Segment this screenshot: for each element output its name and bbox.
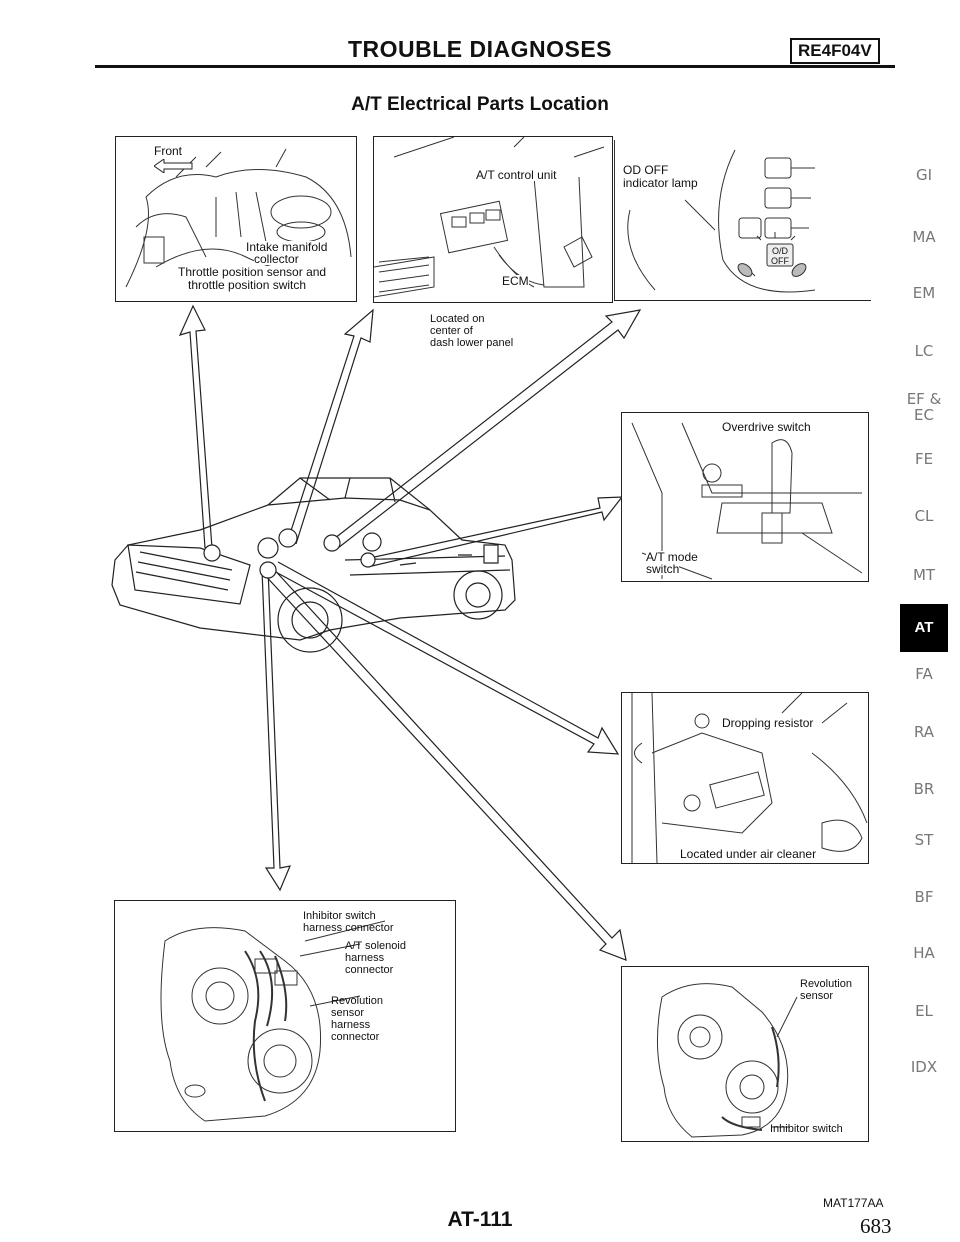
model-code-badge: RE4F04V — [790, 38, 880, 64]
figure-transaxle-left: Inhibitor switch harness connector A/T s… — [114, 900, 456, 1132]
revolution-harness-label-2: sensor — [331, 1007, 365, 1019]
solenoid-harness-label-1: A/T solenoid — [345, 940, 406, 952]
throttle-label-1: Throttle position sensor and — [178, 265, 327, 279]
car-illustration — [112, 478, 515, 652]
control-unit-location-2: center of — [430, 325, 473, 337]
figure-engine-bay: Front Intake manifold collector Throttle… — [115, 136, 357, 302]
solenoid-harness-label-3: connector — [345, 964, 394, 976]
figure-control-unit: A/T control unit ECM — [373, 136, 613, 303]
side-tab-bf[interactable]: BF — [914, 888, 934, 906]
od-lamp-text-bottom: OFF — [771, 256, 789, 266]
revolution-sensor-label-2: sensor — [800, 990, 834, 1002]
page-number: 683 — [860, 1214, 892, 1238]
side-tab-lc[interactable]: LC — [914, 342, 934, 360]
header-rule — [95, 65, 895, 68]
arrow-transaxle-left — [262, 568, 290, 890]
side-tab-el[interactable]: EL — [915, 1002, 933, 1020]
arrow-control-unit — [288, 310, 373, 544]
atcu-label: A/T control unit — [476, 168, 557, 182]
side-tab-ef[interactable]: EF & — [906, 390, 942, 408]
solenoid-harness-label-2: harness — [345, 952, 385, 964]
dropping-resistor-label: Dropping resistor — [722, 716, 814, 730]
side-tab-fa[interactable]: FA — [915, 665, 933, 683]
ecm-label: ECM — [502, 274, 529, 288]
mode-switch-label-2: switch — [646, 562, 680, 576]
od-off-label-2: indicator lamp — [623, 176, 698, 190]
mode-switch-label-1: A/T mode — [646, 550, 698, 564]
transaxle-left-drawing — [115, 901, 455, 1131]
side-tab-fe[interactable]: FE — [914, 450, 934, 468]
section-title: A/T Electrical Parts Location — [351, 94, 609, 115]
side-tab-br[interactable]: BR — [913, 780, 935, 798]
arrow-od-lamp — [330, 310, 640, 548]
od-off-label-1: OD OFF — [623, 163, 669, 177]
side-tab-st[interactable]: ST — [914, 831, 934, 849]
figure-overdrive-switch: Overdrive switch A/T mode switch — [621, 412, 869, 582]
control-unit-location-1: Located on — [430, 313, 485, 325]
dropping-resistor-drawing — [622, 693, 868, 863]
revolution-harness-label-4: connector — [331, 1031, 380, 1043]
figure-od-lamp: OD OFF indicator lamp O/D OFF — [614, 140, 871, 301]
od-lamp-drawing — [615, 140, 871, 300]
side-tab-cl[interactable]: CL — [914, 507, 934, 525]
side-tab-mt[interactable]: MT — [912, 566, 936, 584]
transaxle-right-drawing — [622, 967, 868, 1141]
figure-dropping-resistor: Dropping resistor Located under air clea… — [621, 692, 869, 864]
dropping-location-label: Located under air cleaner — [680, 847, 817, 861]
side-tab-ra[interactable]: RA — [913, 723, 935, 741]
throttle-label-2: throttle position switch — [188, 278, 307, 292]
od-lamp-text-top: O/D — [772, 246, 789, 256]
side-tab-gi[interactable]: GI — [915, 166, 933, 184]
revolution-harness-label-3: harness — [331, 1019, 371, 1031]
side-tab-ma[interactable]: MA — [912, 228, 936, 246]
side-tab-em[interactable]: EM — [912, 284, 936, 302]
intake-label-1: Intake manifold — [246, 240, 328, 254]
figure-transaxle-right: Revolution sensor Inhibitor switch — [621, 966, 869, 1142]
front-label: Front — [154, 144, 183, 158]
front-arrow-icon — [154, 159, 194, 173]
side-tab-idx[interactable]: IDX — [910, 1058, 938, 1076]
side-tab-ha[interactable]: HA — [913, 944, 935, 962]
arrow-engine-bay — [180, 306, 212, 548]
page-code: AT-111 — [447, 1208, 513, 1231]
overdrive-switch-label: Overdrive switch — [722, 420, 811, 434]
inhibitor-harness-label-1: Inhibitor switch — [303, 910, 376, 922]
side-tab-ec[interactable]: EC — [914, 406, 934, 424]
intake-label-2: collector — [254, 252, 299, 266]
control-unit-drawing — [374, 137, 612, 302]
revolution-harness-label-1: Revolution — [331, 995, 383, 1007]
figure-id: MAT177AA — [823, 1196, 884, 1210]
inhibitor-switch-label: Inhibitor switch — [770, 1123, 843, 1135]
side-tab-at-active[interactable]: AT — [900, 604, 948, 652]
inhibitor-harness-label-2: harness connector — [303, 922, 394, 934]
arrow-dropping — [272, 562, 618, 754]
control-unit-location-3: dash lower panel — [430, 337, 514, 349]
revolution-sensor-label-1: Revolution — [800, 978, 852, 990]
page-header-title: TROUBLE DIAGNOSES — [347, 36, 613, 62]
arrow-transaxle-right — [262, 565, 626, 960]
